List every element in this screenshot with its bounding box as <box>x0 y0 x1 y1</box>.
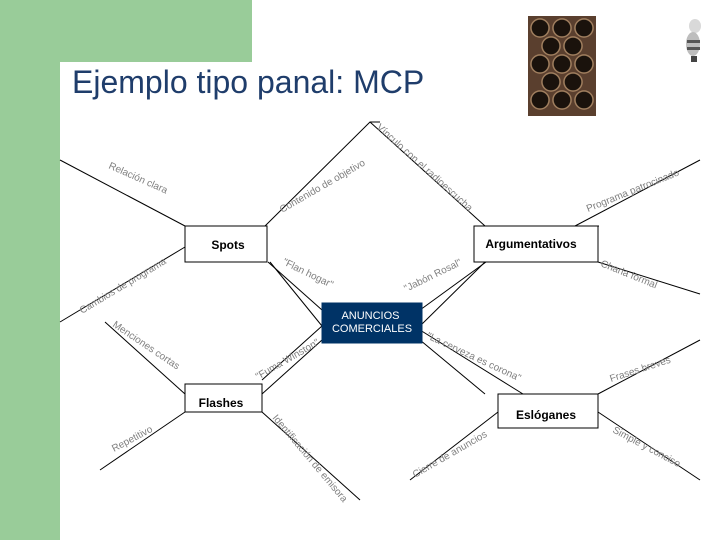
label-simple-conciso: Simple y conciso <box>611 425 683 470</box>
node-flashes <box>184 383 263 413</box>
label-jabon-rosal: "Jabón Rosal" <box>402 257 464 295</box>
label-vinculo: Vínculo con el radioescucha <box>374 122 475 214</box>
node-flashes-label: Flashes <box>199 396 244 410</box>
label-cambios-programa: Cambios de programa <box>78 256 169 317</box>
node-argumentativos <box>473 225 599 263</box>
label-identificacion-emisora: Identificación de emisora <box>270 413 350 505</box>
label-repetitivo: Repetitivo <box>110 424 155 455</box>
label-charla-formal: Charla formal <box>599 259 659 292</box>
node-spots <box>184 225 268 263</box>
label-contenido: Contenido de objetivo <box>278 157 368 215</box>
label-cierre-anuncios: Cierre de anuncios <box>411 429 489 480</box>
label-menciones-cortas: Menciones cortas <box>110 319 181 372</box>
node-argumentativos-label: Argumentativos <box>485 237 577 251</box>
label-cerveza-corona: "La cerveza es corona" <box>425 331 523 385</box>
label-relacion: Relación clara <box>107 161 170 197</box>
bee-icon <box>683 18 705 64</box>
node-esloganes <box>497 393 599 429</box>
slide-panel <box>60 62 720 540</box>
green-band-left <box>0 0 60 540</box>
center-node-label: ANUNCIOS COMERCIALES <box>332 310 412 335</box>
node-esloganes-label: Eslóganes <box>516 408 576 422</box>
label-frases-breves: Frases breves <box>609 355 673 385</box>
label-fuma-winston: "Fuma Winston" <box>254 337 322 383</box>
slide-title: Ejemplo tipo panal: MCP <box>72 64 425 100</box>
node-spots-label: Spots <box>211 238 245 252</box>
center-node <box>321 302 423 344</box>
honeycomb-image-icon <box>528 16 596 116</box>
label-programa-patrocinado: Programa patrocinado <box>585 167 681 214</box>
